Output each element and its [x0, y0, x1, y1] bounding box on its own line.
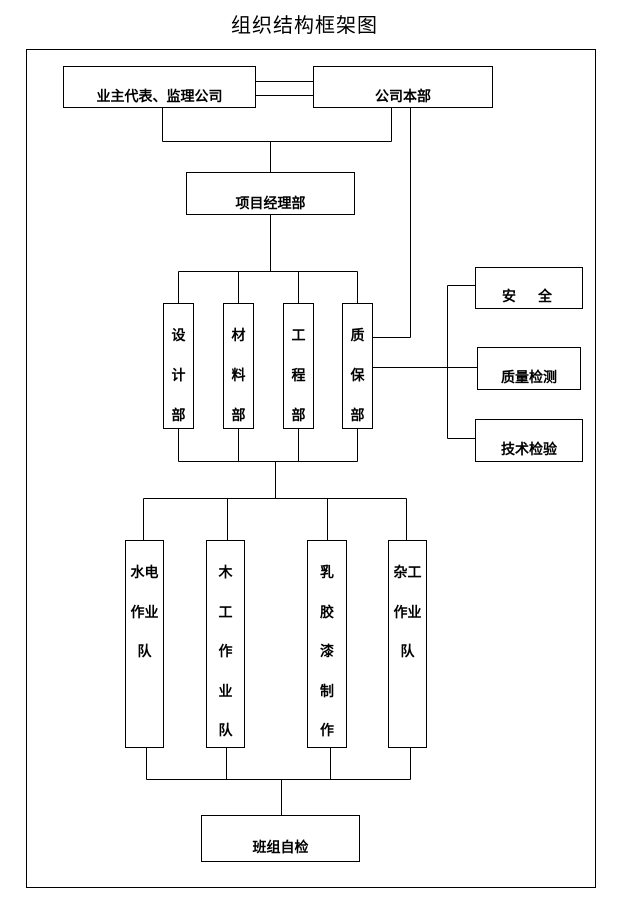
team-plumbing-electrical-label-line: 队 — [137, 644, 152, 660]
team-carpentry-box: 木 工 作 业 队 — [206, 540, 245, 748]
dept-materials-label-char: 料 — [231, 368, 246, 384]
team-general-labor-label-line: 杂工 — [393, 565, 422, 581]
quality-inspection-label: 质量检测 — [501, 370, 557, 386]
technical-inspection-box: 技术检验 — [475, 419, 583, 462]
dept-quality-label-char: 保 — [350, 368, 365, 384]
dept-materials-label-char: 部 — [231, 408, 246, 424]
team-plumbing-electrical-box: 水电 作业 队 — [125, 540, 164, 748]
dept-quality-label-char: 部 — [350, 408, 365, 424]
team-carpentry-label-line: 作 — [218, 644, 233, 660]
quality-inspection-box: 质量检测 — [477, 347, 581, 390]
team-latex-paint-label-line: 胶 — [320, 604, 334, 621]
team-general-labor-label-line: 队 — [400, 644, 415, 660]
diagram-frame — [26, 49, 596, 888]
team-self-check-label: 班组自检 — [252, 840, 309, 856]
owner-supervisor-box: 业主代表、监理公司 — [63, 66, 256, 108]
safety-label: 安 全 — [502, 289, 556, 305]
team-latex-paint-label-line: 乳 — [320, 565, 334, 581]
dept-quality-label-char: 质 — [350, 328, 365, 344]
dept-engineering-box: 工 程 部 — [283, 303, 314, 429]
team-latex-paint-label-line: 制 — [320, 683, 334, 700]
dept-materials-label-char: 材 — [231, 328, 246, 344]
project-manager-label: 项目经理部 — [235, 196, 306, 212]
dept-engineering-label-char: 部 — [291, 408, 306, 424]
dept-design-label-char: 计 — [171, 368, 186, 384]
dept-engineering-label-char: 工 — [291, 328, 306, 344]
team-carpentry-label-line: 工 — [218, 604, 233, 621]
owner-supervisor-label: 业主代表、监理公司 — [96, 89, 223, 105]
company-hq-label: 公司本部 — [375, 89, 431, 105]
safety-box: 安 全 — [475, 267, 583, 309]
team-plumbing-electrical-label-line: 水电 — [130, 565, 159, 581]
company-hq-box: 公司本部 — [313, 66, 493, 108]
team-carpentry-label-line: 业 — [218, 683, 233, 700]
dept-quality-box: 质 保 部 — [342, 303, 373, 429]
dept-design-label-char: 部 — [171, 408, 186, 424]
team-latex-paint-box: 乳 胶 漆 制 作 — [307, 540, 347, 748]
project-manager-box: 项目经理部 — [186, 172, 355, 215]
team-latex-paint-label-line: 作 — [320, 723, 334, 739]
dept-design-box: 设 计 部 — [163, 303, 194, 429]
team-general-labor-box: 杂工 作业 队 — [388, 540, 427, 748]
dept-materials-box: 材 料 部 — [223, 303, 254, 429]
dept-engineering-label-char: 程 — [291, 368, 306, 384]
team-latex-paint-label-line: 漆 — [320, 644, 334, 660]
page-title: 组织结构框架图 — [231, 13, 378, 37]
dept-design-label-char: 设 — [171, 328, 186, 344]
team-carpentry-label-line: 队 — [218, 723, 233, 739]
team-carpentry-label-line: 木 — [218, 565, 233, 581]
team-general-labor-label-line: 作业 — [393, 604, 422, 621]
team-plumbing-electrical-label-line: 作业 — [130, 604, 159, 621]
technical-inspection-label: 技术检验 — [501, 442, 557, 458]
team-self-check-box: 班组自检 — [201, 815, 360, 862]
